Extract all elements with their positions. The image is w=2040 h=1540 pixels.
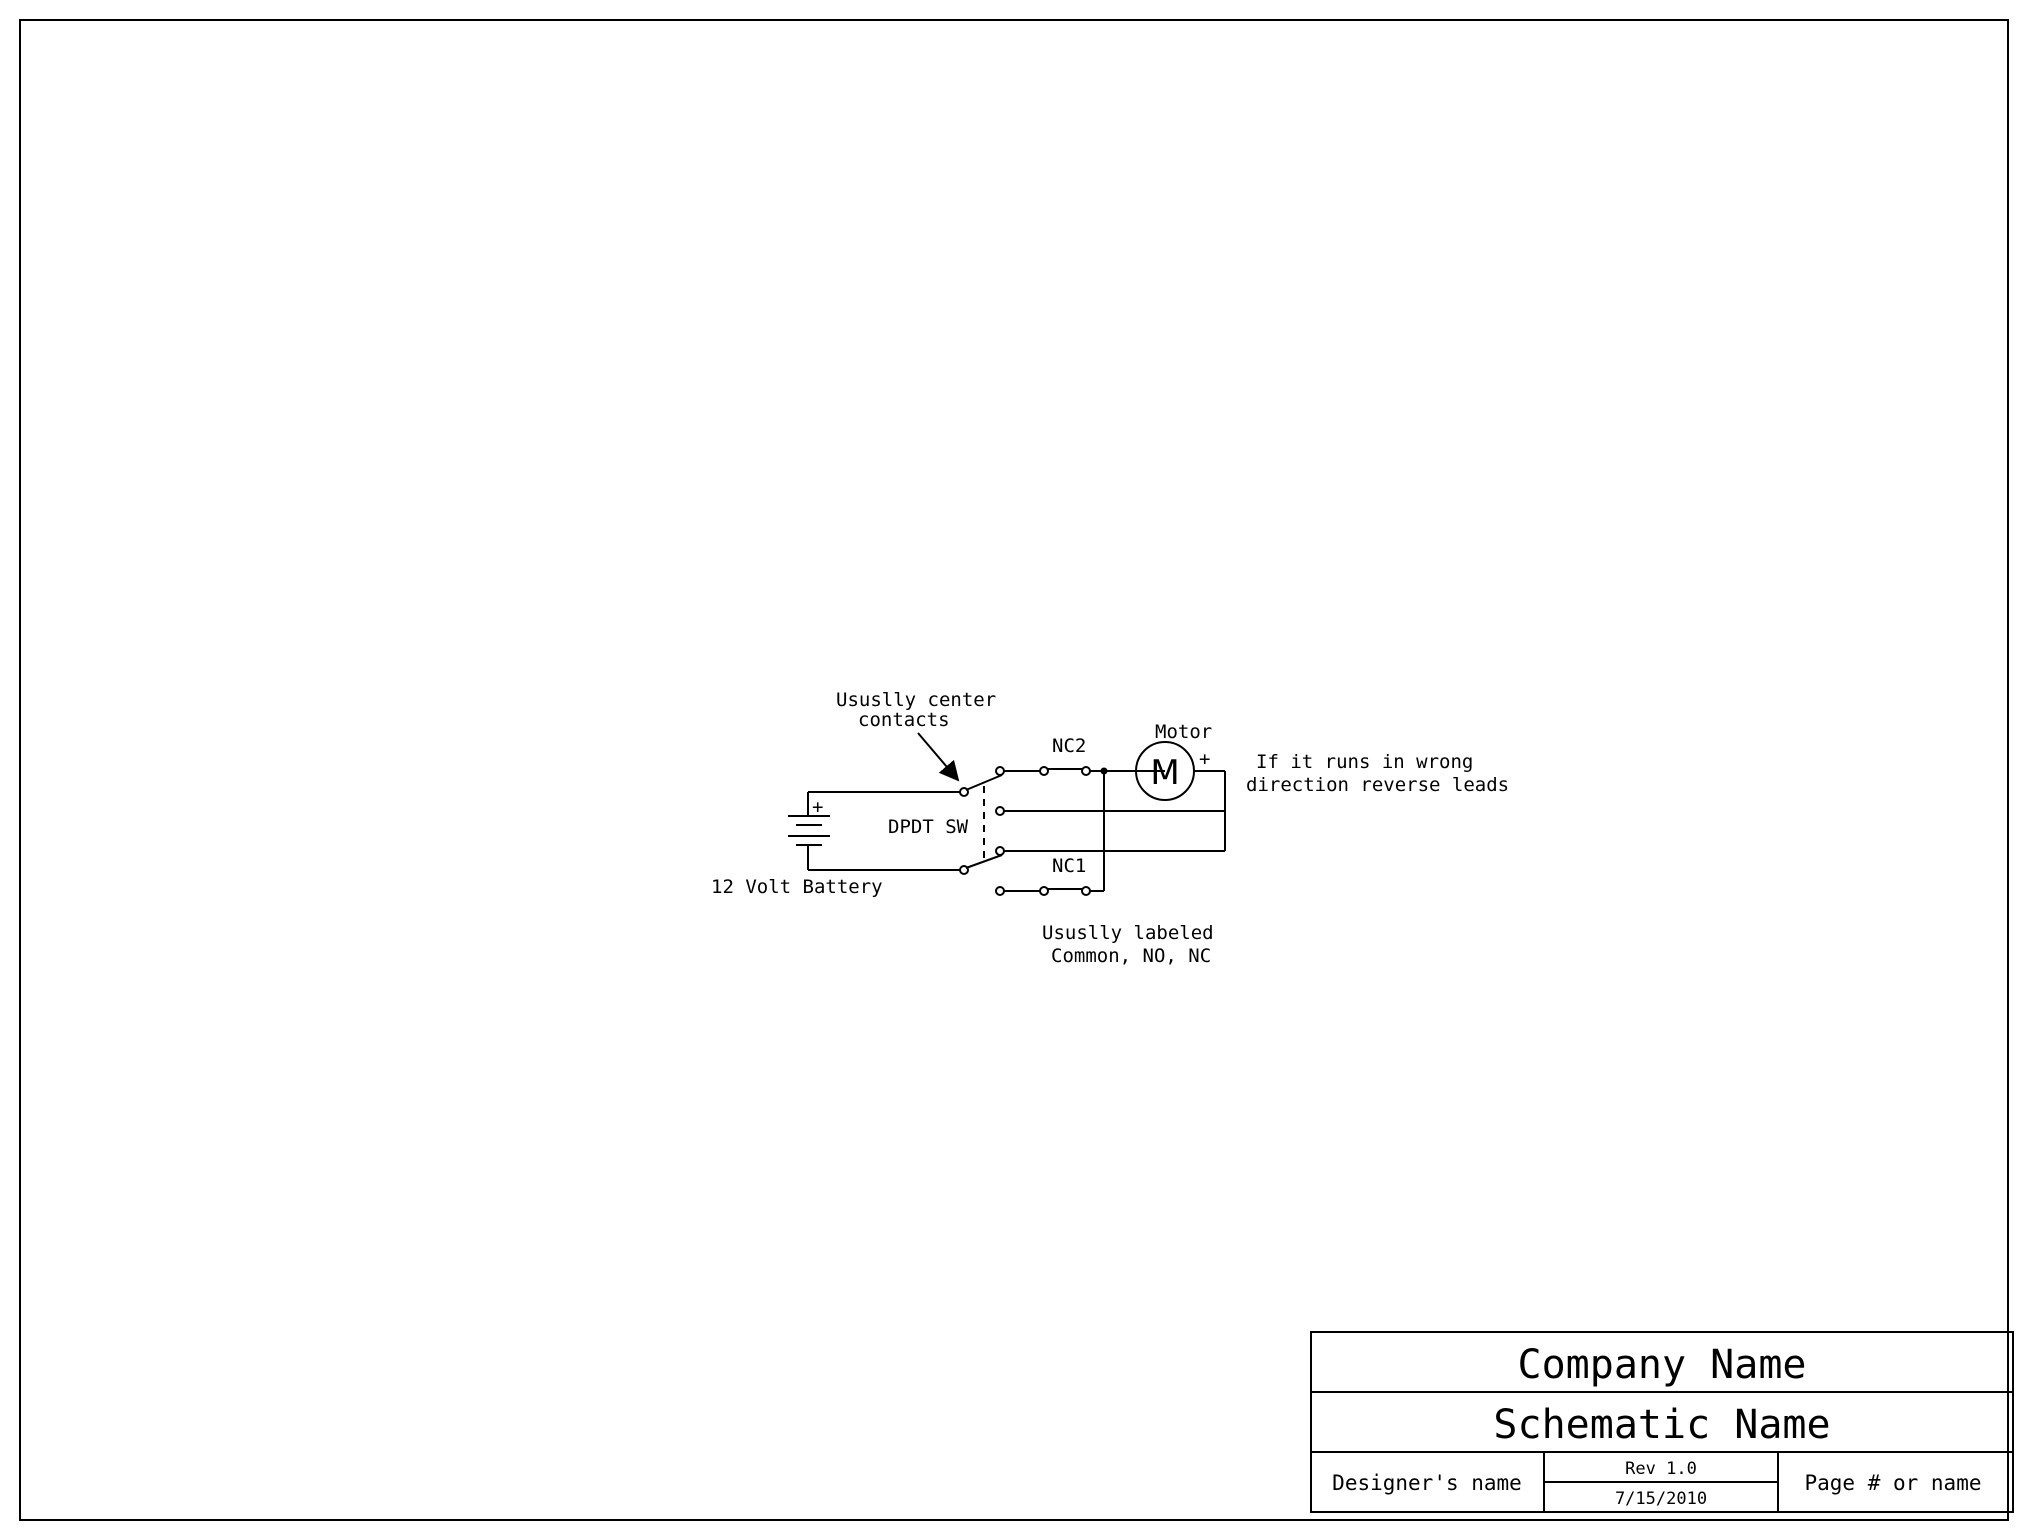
sheet-border xyxy=(19,19,2009,1521)
labeled-note-line2: Common, NO, NC xyxy=(1051,945,1211,967)
schematic-name: Schematic Name xyxy=(1493,1402,1830,1448)
designer-name: Designer's name xyxy=(1332,1471,1522,1495)
switch-label: DPDT SW xyxy=(888,816,969,838)
battery-plus-label: + xyxy=(812,796,823,818)
circuit: + DPDT SW NC2 xyxy=(711,689,1509,967)
revision: Rev 1.0 xyxy=(1625,1459,1697,1479)
motor-plus-label: + xyxy=(1199,748,1210,770)
reverse-note-line2: direction reverse leads xyxy=(1246,774,1509,796)
limit-switch-nc2 xyxy=(1004,766,1165,776)
reverse-note-line1: If it runs in wrong xyxy=(1256,751,1473,773)
motor-m-glyph: M xyxy=(1150,753,1179,793)
dpdt-switch xyxy=(959,766,1005,896)
center-note-line2: contacts xyxy=(858,709,950,731)
labeled-note-line1: Ususlly labeled xyxy=(1042,922,1214,944)
motor-label: Motor xyxy=(1155,721,1212,743)
center-note-line1: Ususlly center xyxy=(836,689,996,711)
battery-symbol xyxy=(788,792,830,870)
battery-label: 12 Volt Battery xyxy=(711,876,883,898)
date: 7/15/2010 xyxy=(1615,1489,1707,1509)
nc2-label: NC2 xyxy=(1052,735,1086,757)
page-name: Page # or name xyxy=(1804,1471,1981,1495)
center-note-arrow xyxy=(917,732,960,782)
junction-dot xyxy=(1100,767,1108,775)
limit-switch-nc1 xyxy=(1004,771,1105,896)
motor-symbol: M xyxy=(1135,741,1226,851)
title-block: Company Name Schematic Name Designer's n… xyxy=(1310,1331,2014,1513)
nc1-label: NC1 xyxy=(1052,855,1086,877)
company-name: Company Name xyxy=(1518,1342,1807,1388)
